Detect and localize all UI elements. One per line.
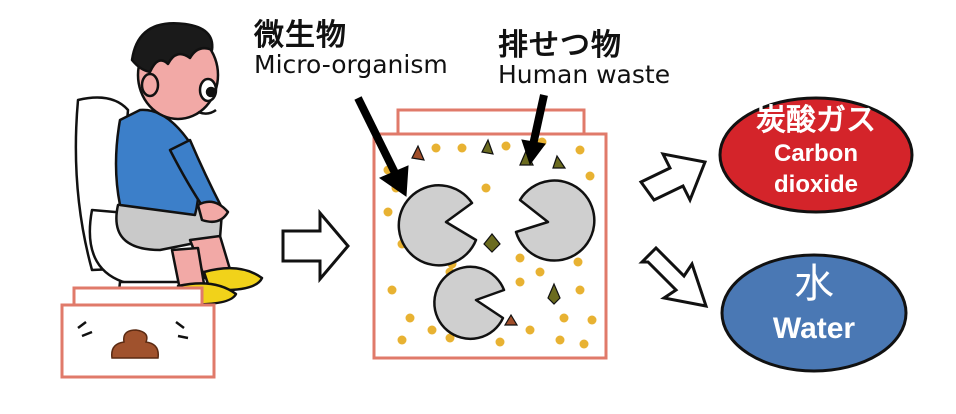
carbon-dioxide-label-jp: 炭酸ガス (756, 104, 876, 137)
pellet (535, 267, 545, 277)
water-label-en: Water (772, 312, 856, 345)
pellet (387, 285, 397, 295)
pellet (397, 335, 407, 345)
pellet (445, 333, 455, 343)
septic-box (60, 286, 216, 379)
pellet (457, 143, 467, 153)
pellet (585, 171, 595, 181)
waste-pieces (411, 138, 567, 326)
flow-arrow-3 (638, 245, 709, 308)
water-ellipse (720, 253, 908, 373)
waste-label-jp: 排せつ物 (498, 28, 622, 63)
pellet (555, 335, 565, 345)
pointer-arrows (354, 94, 548, 197)
boy-on-toilet (74, 22, 264, 306)
carbon-dioxide-label-en-line1: Carbon (774, 140, 858, 167)
pellet (587, 315, 597, 325)
waste-label-en: Human waste (498, 60, 671, 89)
pellet (559, 313, 569, 323)
microorganism-label-jp: 微生物 (254, 18, 347, 53)
pellet (481, 183, 491, 193)
pellet (431, 143, 441, 153)
flow-arrow-1 (281, 208, 350, 284)
pellet (575, 145, 585, 155)
pellet (525, 325, 535, 335)
pellet (405, 313, 415, 323)
microorganism-label-en: Micro-organism (254, 50, 448, 79)
pellet (501, 141, 511, 151)
flow-arrow-2 (638, 151, 708, 204)
pellet (575, 285, 585, 295)
pellet (579, 339, 589, 349)
microbes (397, 179, 596, 341)
carbon-dioxide-label-en-line2: dioxide (773, 171, 858, 198)
carbon-dioxide-ellipse (718, 96, 914, 214)
water-label-jp: 水 (794, 262, 834, 306)
pellet (515, 253, 525, 263)
pellet (495, 337, 505, 347)
pellet (573, 257, 583, 267)
pellet (427, 325, 437, 335)
pellet (383, 207, 393, 217)
pellet (515, 277, 525, 287)
